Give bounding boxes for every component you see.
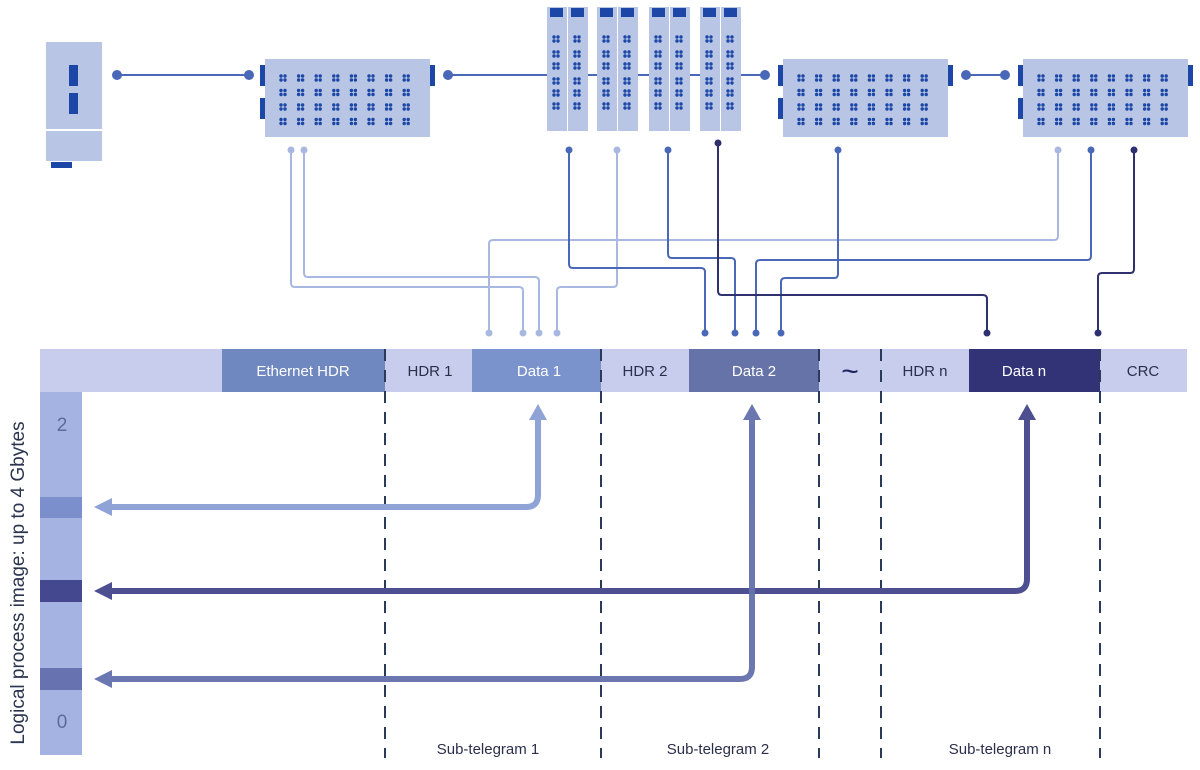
io-module <box>1018 59 1193 137</box>
gap-tilde-icon: ~ <box>841 355 859 388</box>
process-image-axis-label: Logical process image: up to 4 Gbytes <box>8 421 29 744</box>
data1-mapped-region <box>40 497 82 518</box>
slim-io-module <box>649 7 690 131</box>
data2-label: Data 2 <box>732 363 776 380</box>
slim-io-modules <box>547 7 741 131</box>
mapping-wires <box>287 139 1138 337</box>
datan-label: Data n <box>1002 363 1046 380</box>
wire <box>556 150 618 333</box>
sub-telegram-dividers <box>384 349 1101 758</box>
process-image-bar: 2 0 Logical process image: up to 4 Gbyte… <box>8 392 82 755</box>
mapping-arrows <box>94 404 1036 688</box>
slim-io-module <box>700 7 741 131</box>
hdrn-label: HDR n <box>902 363 947 380</box>
process-image-top-label: 2 <box>57 415 68 436</box>
wire <box>667 150 736 333</box>
wire <box>568 150 706 333</box>
process-image-bottom-label: 0 <box>57 712 68 733</box>
sub-telegram-labels: Sub-telegram 1 Sub-telegram 2 Sub-telegr… <box>437 741 1052 758</box>
data2-arrow <box>94 404 761 688</box>
data2-mapped-region <box>40 668 82 690</box>
data1-segment <box>472 349 601 392</box>
ethernet-hdr-label: Ethernet HDR <box>256 363 350 380</box>
datan-arrow <box>94 404 1036 600</box>
wire <box>290 150 524 333</box>
slim-io-module <box>547 7 588 131</box>
sub-telegram-2-label: Sub-telegram 2 <box>667 741 770 758</box>
wire <box>488 150 1059 333</box>
wire <box>717 143 988 333</box>
wire <box>755 150 1092 333</box>
datan-mapped-region <box>40 580 82 602</box>
sub-telegram-n-label: Sub-telegram n <box>949 741 1052 758</box>
data1-label: Data 1 <box>517 363 561 380</box>
io-module <box>778 59 953 137</box>
wire <box>1097 150 1135 333</box>
wire <box>780 150 839 333</box>
hdr2-label: HDR 2 <box>622 363 667 380</box>
crc-label: CRC <box>1127 363 1160 380</box>
ethernet-hdr-segment <box>222 349 385 392</box>
bus-links <box>112 70 1010 80</box>
ethercat-frame: Ethernet HDR HDR 1 Data 1 HDR 2 Data 2 ~… <box>40 349 1187 392</box>
slim-io-module <box>597 7 638 131</box>
sub-telegram-1-label: Sub-telegram 1 <box>437 741 540 758</box>
data1-arrow <box>94 404 547 516</box>
wire <box>303 150 540 333</box>
datan-segment <box>969 349 1100 392</box>
data2-segment <box>689 349 819 392</box>
hdr1-label: HDR 1 <box>407 363 452 380</box>
controller-device <box>46 42 102 168</box>
io-module <box>260 59 435 137</box>
io-modules <box>260 59 1193 137</box>
